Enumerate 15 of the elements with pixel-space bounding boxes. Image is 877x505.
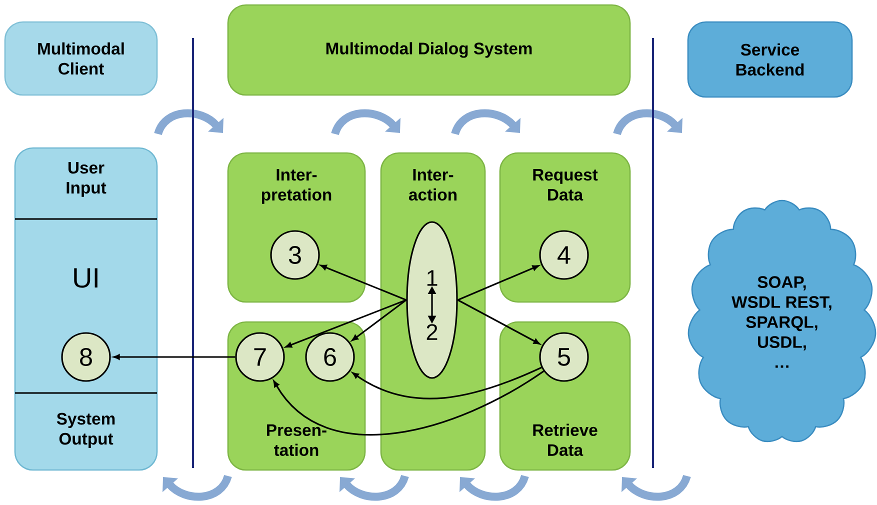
arrow [113,354,236,360]
arrow [273,370,544,436]
ellipse [406,221,458,379]
service-cloud: SOAP, WSDL REST, SPARQL, USDL, … [688,200,876,442]
arrow [352,366,542,400]
client-box: Multimodal Client [4,21,158,96]
backend-box: Service Backend [687,21,853,98]
arrow [458,265,539,301]
arrow [285,299,406,348]
arrow [320,264,406,301]
arrow [352,299,407,341]
step-number: 2 [426,324,438,340]
arrow [457,299,540,344]
module-box: Multimodal Dialog System [227,4,631,96]
step-number: 1 [427,270,438,286]
